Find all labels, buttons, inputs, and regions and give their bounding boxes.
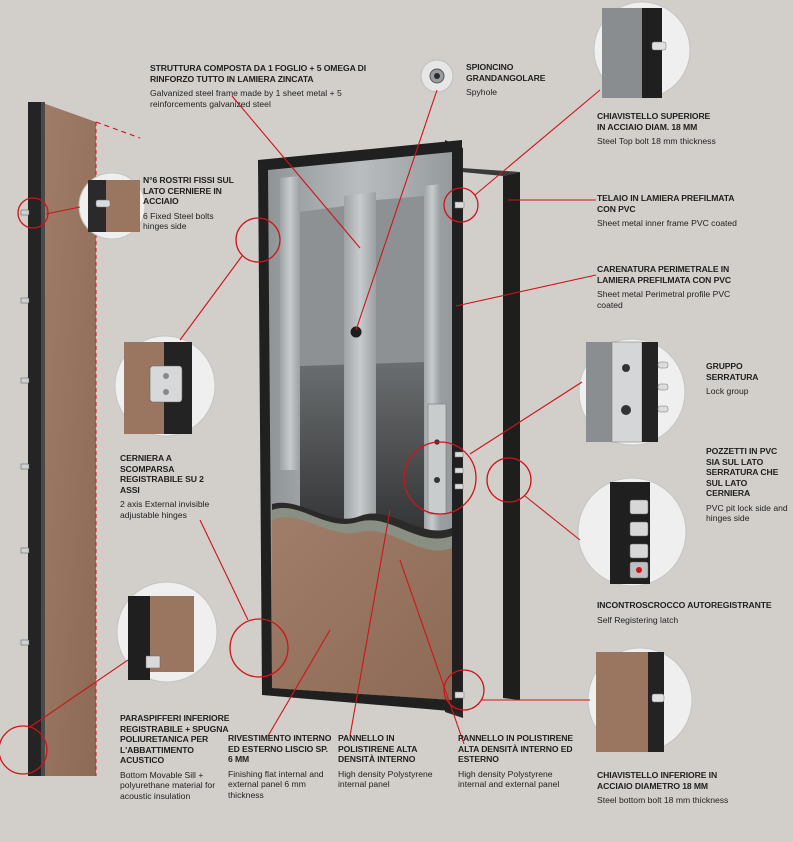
label-serratura-it: GRUPPO SERRATURA xyxy=(706,361,759,382)
label-telaio: TELAIO IN LAMIERA PREFILMATA CON PVC She… xyxy=(597,193,747,229)
ring-side-bolt xyxy=(17,197,49,229)
label-spioncino-it: SPIONCINO GRANDANGOLARE xyxy=(466,62,546,83)
label-pannello-interno-it: PANNELLO IN POLISTIRENE ALTA DENSITÀ INT… xyxy=(338,733,418,764)
label-spioncino-en: Spyhole xyxy=(466,87,498,97)
label-rostri-it: N°6 ROSTRI FISSI SUL LATO CERNIERE IN AC… xyxy=(143,175,234,206)
label-serratura-en: Lock group xyxy=(706,386,749,396)
label-carenatura: CARENATURA PERIMETRALE IN LAMIERA PREFIL… xyxy=(597,264,757,310)
label-carenatura-en: Sheet metal Perimetral profile PVC coate… xyxy=(597,289,731,310)
label-struttura-en: Galvanized steel frame made by 1 sheet m… xyxy=(150,88,342,109)
ring-hinge-top xyxy=(235,217,281,263)
ring-hinge-bottom xyxy=(229,618,289,678)
label-incontroscrocco: INCONTROSCROCCO AUTOREGISTRANTE Self Reg… xyxy=(597,600,787,625)
inset-hinge xyxy=(114,335,216,437)
label-pozzetti-it: POZZETTI IN PVC SIA SUL LATO SERRATURA C… xyxy=(706,446,779,498)
ring-bottom-bolt xyxy=(443,669,485,711)
inset-spyhole xyxy=(420,59,454,93)
label-paraspifferi: PARASPIFFERI INFERIORE REGISTRABILE + SP… xyxy=(120,713,232,801)
label-chiavistello-superiore-it: CHIAVISTELLO SUPERIORE IN ACCIAIO DIAM. … xyxy=(597,111,711,132)
ring-top-bolt xyxy=(443,187,479,223)
label-chiavistello-inferiore: CHIAVISTELLO INFERIORE IN ACCIAIO DIAMET… xyxy=(597,770,747,806)
label-pannello-esterno-en: High density Polystyrene internal and ex… xyxy=(458,768,560,790)
door-edge-profile xyxy=(20,102,97,776)
ring-bottom-sill xyxy=(0,725,48,775)
label-spioncino: SPIONCINO GRANDANGOLARE Spyhole xyxy=(466,62,556,98)
inset-top-bolt xyxy=(593,1,691,99)
label-pannello-interno: PANNELLO IN POLISTIRENE ALTA DENSITÀ INT… xyxy=(338,733,443,790)
label-incontroscrocco-en: Self Registering latch xyxy=(597,614,679,625)
ring-frame-latch xyxy=(486,457,532,503)
label-rivestimento: RIVESTIMENTO INTERNO ED ESTERNO LISCIO S… xyxy=(228,733,333,800)
label-pozzetti: POZZETTI IN PVC SIA SUL LATO SERRATURA C… xyxy=(706,446,790,524)
label-struttura: STRUTTURA COMPOSTA DA 1 FOGLIO + 5 OMEGA… xyxy=(150,63,388,109)
door-leaf xyxy=(258,140,465,712)
label-telaio-en: Sheet metal inner frame PVC coated xyxy=(597,218,737,228)
inset-bottom-sill xyxy=(116,581,218,683)
label-pozzetti-en: PVC pit lock side and hinges side xyxy=(706,502,788,524)
label-pannello-esterno: PANNELLO IN POLISTIRENE ALTA DENSITÀ INT… xyxy=(458,733,578,790)
label-rivestimento-it: RIVESTIMENTO INTERNO ED ESTERNO LISCIO S… xyxy=(228,733,332,764)
label-rivestimento-en: Finishing flat internal and external pan… xyxy=(228,768,324,800)
label-chiavistello-superiore: CHIAVISTELLO SUPERIORE IN ACCIAIO DIAM. … xyxy=(597,111,717,147)
label-cerniera: CERNIERA A SCOMPARSA REGISTRABILE SU 2 A… xyxy=(120,453,225,520)
label-cerniera-en: 2 axis External invisible adjustable hin… xyxy=(120,499,210,520)
leader-lines xyxy=(29,89,601,745)
label-paraspifferi-en: Bottom Movable Sill + polyurethane mater… xyxy=(120,769,216,801)
label-chiavistello-superiore-en: Steel Top bolt 18 mm thickness xyxy=(597,136,716,146)
label-carenatura-it: CARENATURA PERIMETRALE IN LAMIERA PREFIL… xyxy=(597,264,731,285)
label-incontroscrocco-it: INCONTROSCROCCO AUTOREGISTRANTE xyxy=(597,600,772,610)
label-rostri-en: 6 Fixed Steel bolts hinges side xyxy=(143,210,214,232)
label-cerniera-it: CERNIERA A SCOMPARSA REGISTRABILE SU 2 A… xyxy=(120,453,204,495)
label-paraspifferi-it: PARASPIFFERI INFERIORE REGISTRABILE + SP… xyxy=(120,713,230,765)
ring-lock xyxy=(403,441,477,515)
inset-bottom-bolt xyxy=(587,647,693,753)
label-struttura-it: STRUTTURA COMPOSTA DA 1 FOGLIO + 5 OMEGA… xyxy=(150,63,367,84)
label-telaio-it: TELAIO IN LAMIERA PREFILMATA CON PVC xyxy=(597,193,735,214)
inset-fixed-bolts xyxy=(78,172,146,240)
label-serratura: GRUPPO SERRATURA Lock group xyxy=(706,361,790,397)
label-chiavistello-inferiore-en: Steel bottom bolt 18 mm thickness xyxy=(597,795,729,805)
edge-detail-dashed-line xyxy=(95,121,141,139)
label-pannello-interno-en: High density Polystyrene internal panel xyxy=(338,768,433,790)
label-chiavistello-inferiore-it: CHIAVISTELLO INFERIORE IN ACCIAIO DIAMET… xyxy=(597,770,718,791)
inset-lock-group xyxy=(578,338,686,446)
label-pannello-esterno-it: PANNELLO IN POLISTIRENE ALTA DENSITÀ INT… xyxy=(458,733,573,764)
inset-latch xyxy=(577,477,687,587)
label-rostri: N°6 ROSTRI FISSI SUL LATO CERNIERE IN AC… xyxy=(143,175,238,232)
